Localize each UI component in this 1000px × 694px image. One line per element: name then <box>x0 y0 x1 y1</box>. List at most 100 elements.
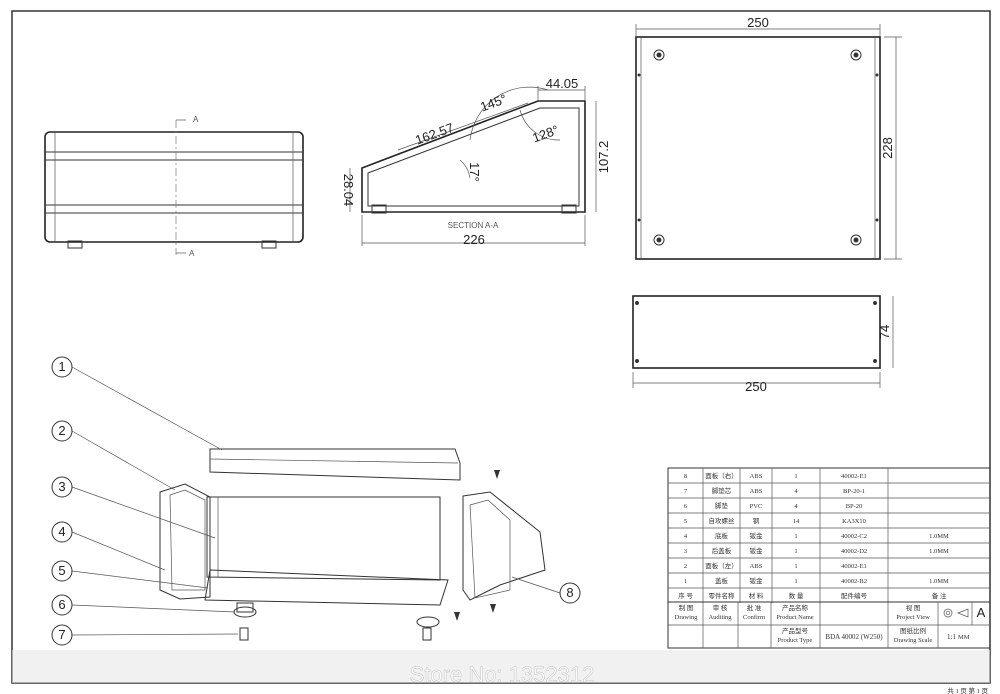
svg-text:1: 1 <box>58 359 65 374</box>
product-type-value: BDA 40002 (W250) <box>825 633 883 641</box>
callout-5: 5 <box>51 560 73 582</box>
callout-4: 4 <box>51 521 73 543</box>
callout-8: 8 <box>559 582 581 604</box>
dim-top-width: 250 <box>747 15 769 30</box>
top-view: 250 228 <box>635 15 902 260</box>
dim-angle-top: 145° <box>478 91 508 114</box>
drawing-cn: 制 图 <box>679 603 694 612</box>
dim-front-width: 250 <box>745 379 767 394</box>
table-cell-material: PVC <box>750 503 763 510</box>
table-cell-note: 1.0MM <box>929 578 949 585</box>
table-row: 8 面板（右） ABS 1 40002-E1 <box>684 471 867 480</box>
table-cell-name: 脚垫 <box>715 501 729 510</box>
scale-en: Drawing Scale <box>894 637 933 644</box>
svg-text:5: 5 <box>58 563 65 578</box>
table-cell-qty: 1 <box>794 578 797 585</box>
table-cell-no: 2 <box>684 563 687 570</box>
table-cell-name: 脚垫芯 <box>712 486 732 495</box>
svg-text:7: 7 <box>58 627 65 642</box>
table-cell-material: ABS <box>750 473 763 480</box>
table-cell-qty: 1 <box>794 533 797 540</box>
table-row: 2 面板（左） ABS 1 40002-E1 <box>684 561 867 570</box>
store-watermark: Store No: 1352312 <box>410 662 595 687</box>
dim-angle-right: 128° <box>530 122 560 145</box>
callout-2: 2 <box>51 420 73 442</box>
exploded-view: 1 2 3 4 5 6 7 8 <box>51 356 581 646</box>
confirm-cn: 批 准 <box>747 603 762 612</box>
product-type-en: Product Type <box>778 637 813 644</box>
section-label: SECTION A-A <box>448 221 499 230</box>
table-cell-no: 4 <box>684 533 688 540</box>
table-cell-qty: 4 <box>794 488 798 495</box>
table-cell-qty: 1 <box>794 563 797 570</box>
callout-1: 1 <box>51 356 73 378</box>
table-cell-name: 面板（右） <box>705 471 738 480</box>
table-cell-name: 盖板 <box>715 576 729 585</box>
table-cell-name: 零件名称 <box>709 591 736 600</box>
table-cell-code: BP-20-1 <box>843 488 865 495</box>
project-view-en: Project View <box>896 614 930 621</box>
confirm-en: Confirm <box>743 614 765 621</box>
table-cell-no: 5 <box>684 518 687 525</box>
table-cell-name: 面板（左） <box>705 561 738 570</box>
table-cell-name: 底板 <box>715 531 729 540</box>
table-cell-material: 钣金 <box>750 531 764 540</box>
table-cell-qty: 4 <box>794 503 798 510</box>
table-cell-material: 钢 <box>753 517 760 525</box>
watermark-band <box>12 650 990 683</box>
project-view-cn: 视 图 <box>906 603 921 612</box>
auditing-cn: 审 核 <box>713 603 728 612</box>
table-cell-code: 40002-E1 <box>841 563 867 570</box>
table-cell-code: 40002-B2 <box>841 578 867 585</box>
table-cell-qty: 1 <box>794 473 797 480</box>
front-view: A A <box>44 115 304 258</box>
table-cell-code: KA3X10 <box>842 518 866 525</box>
table-cell-note: 1.0MM <box>929 548 949 555</box>
auditing-en: Auditing <box>708 614 732 621</box>
svg-text:3: 3 <box>58 479 65 494</box>
drawing-en: Drawing <box>675 614 698 621</box>
rear-view: 250 74 <box>632 295 894 394</box>
scale-unit: MM <box>958 634 970 641</box>
product-name-en: Product Name <box>776 614 813 621</box>
table-cell-material: 材 料 <box>749 591 764 600</box>
svg-text:2: 2 <box>58 423 65 438</box>
table-header-row: 序 号零件名称材 料数 量配件编号备 注 <box>678 591 947 600</box>
projection-symbol-icon <box>943 608 969 618</box>
revision-letter: A <box>977 605 986 620</box>
section-marker-bottom: A <box>189 249 195 258</box>
scale-value: 1:1 <box>947 633 956 641</box>
product-type-cn: 产品型号 <box>782 626 809 635</box>
table-cell-code: 40002-E1 <box>841 473 867 480</box>
section-marker-top: A <box>193 115 199 124</box>
table-cell-no: 8 <box>684 473 687 480</box>
dim-top-height: 228 <box>880 137 895 159</box>
table-cell-no: 3 <box>684 548 687 555</box>
table-cell-qty: 1 <box>794 548 797 555</box>
table-cell-qty: 数 量 <box>789 591 804 600</box>
callout-6: 6 <box>51 594 73 616</box>
table-cell-note: 1.0MM <box>929 533 949 540</box>
table-cell-material: ABS <box>750 563 763 570</box>
scale-cn: 图纸比例 <box>900 626 926 635</box>
dim-section-height: 107.2 <box>596 141 611 174</box>
table-cell-material: 钣金 <box>750 576 764 585</box>
table-cell-material: 钣金 <box>750 546 764 555</box>
table-cell-code: 配件编号 <box>841 591 868 600</box>
svg-text:4: 4 <box>58 524 65 539</box>
table-cell-code: 40002-D2 <box>841 548 867 555</box>
dim-slope-length: 162.57 <box>413 120 455 148</box>
dim-section-width: 226 <box>463 232 485 247</box>
dim-top-length: 44.05 <box>546 76 579 91</box>
page-footer-note: 共 1 页 第 1 页 <box>947 686 988 694</box>
table-cell-code: BP-20 <box>846 503 863 510</box>
table-cell-no: 7 <box>684 488 688 495</box>
callout-7: 7 <box>51 624 73 646</box>
section-view: SECTION A-A 226 44.05 107.2 28.04 162.57… <box>341 76 611 247</box>
